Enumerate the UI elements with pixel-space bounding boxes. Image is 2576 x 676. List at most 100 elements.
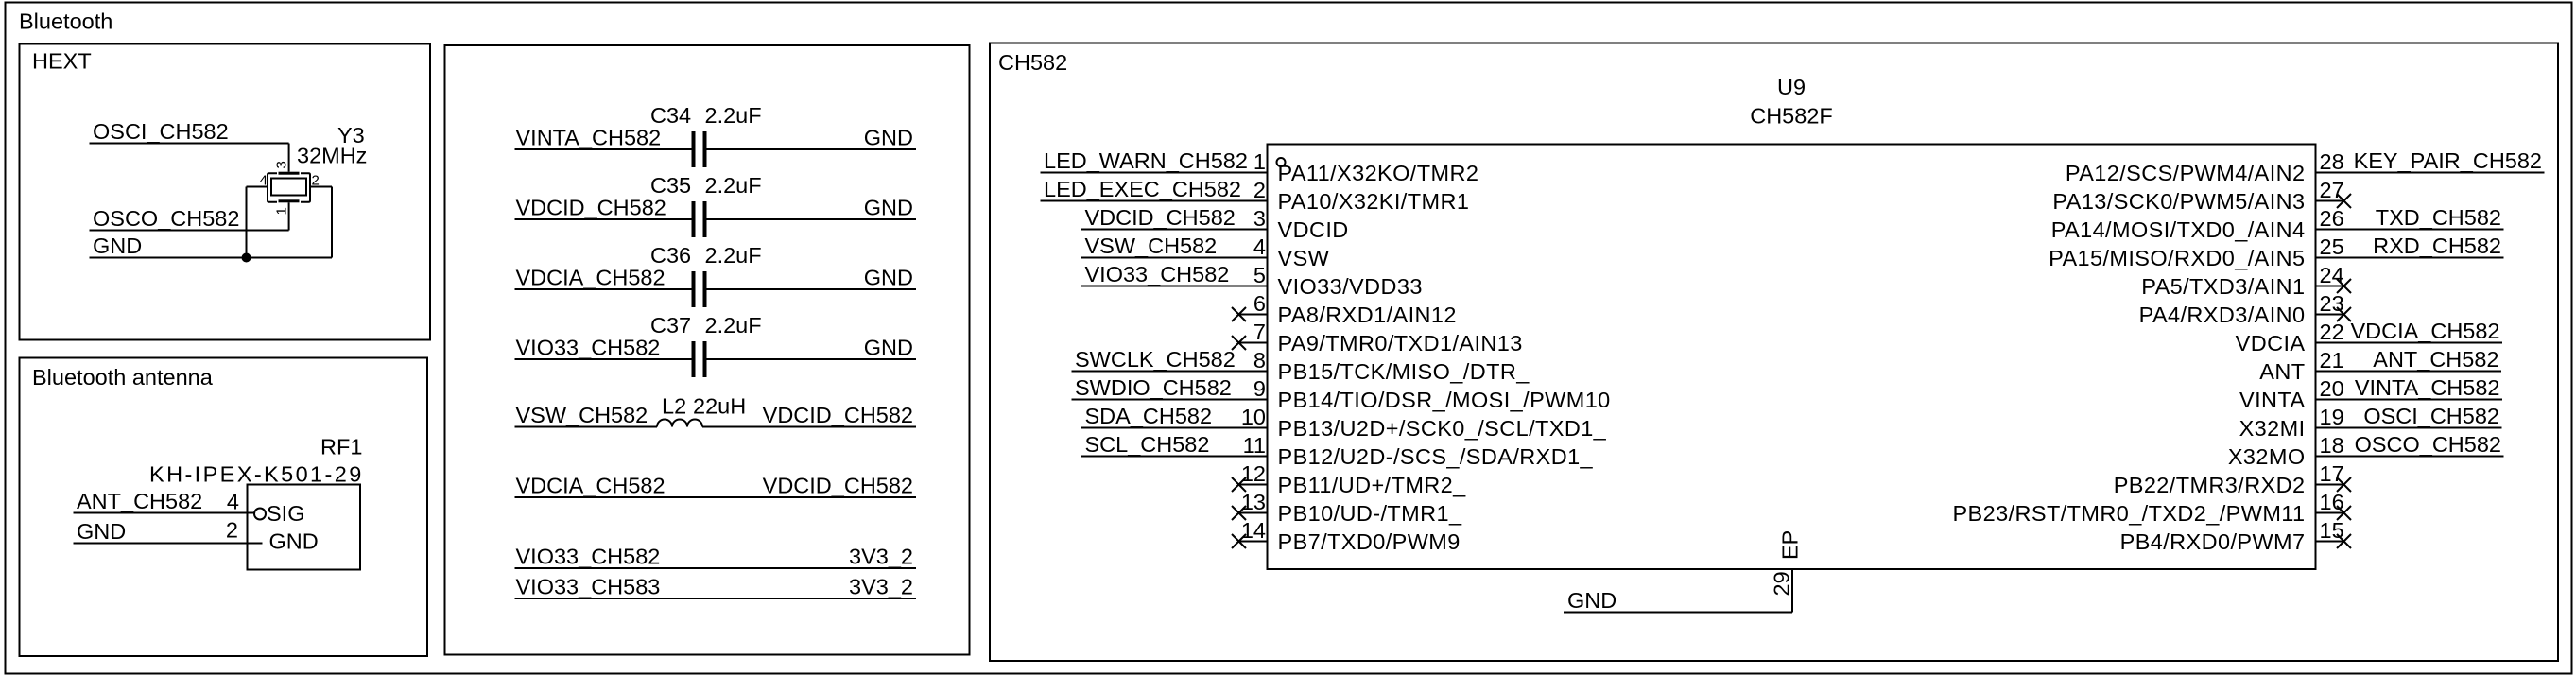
- svg-text:11: 11: [1243, 433, 1266, 458]
- svg-text:4: 4: [1253, 234, 1266, 259]
- svg-text:VINTA_CH582: VINTA_CH582: [2355, 375, 2500, 400]
- svg-text:HEXT: HEXT: [32, 49, 92, 74]
- svg-text:PA15/MISO/RXD0_/AIN5: PA15/MISO/RXD0_/AIN5: [2049, 246, 2305, 270]
- svg-text:10: 10: [1241, 405, 1266, 429]
- svg-text:ANT: ANT: [2259, 359, 2305, 384]
- svg-text:PA5/TXD3/AIN1: PA5/TXD3/AIN1: [2141, 274, 2305, 299]
- svg-text:VIO33_CH582: VIO33_CH582: [516, 545, 661, 569]
- svg-text:OSCO_CH582: OSCO_CH582: [2355, 432, 2501, 457]
- svg-text:EP: EP: [1778, 530, 1803, 560]
- svg-text:GND: GND: [93, 234, 142, 258]
- svg-text:GND: GND: [1567, 588, 1616, 613]
- svg-text:OSCI_CH582: OSCI_CH582: [2363, 404, 2499, 428]
- svg-text:PB22/TMR3/RXD2: PB22/TMR3/RXD2: [2114, 473, 2306, 497]
- svg-text:3: 3: [274, 161, 290, 168]
- svg-text:ANT_CH582: ANT_CH582: [2373, 347, 2498, 372]
- svg-text:22uH: 22uH: [693, 394, 746, 419]
- svg-text:PB11/UD+/TMR2_: PB11/UD+/TMR2_: [1278, 473, 1467, 497]
- svg-text:PB23/RST/TMR0_/TXD2_/PWM11: PB23/RST/TMR0_/TXD2_/PWM11: [1952, 501, 2305, 526]
- svg-text:RXD_CH582: RXD_CH582: [2373, 234, 2501, 258]
- svg-text:C34: C34: [650, 103, 691, 128]
- svg-text:VDCID_CH582: VDCID_CH582: [763, 403, 913, 427]
- svg-text:GND: GND: [864, 126, 913, 150]
- svg-text:VIO33/VDD33: VIO33/VDD33: [1278, 274, 1423, 299]
- svg-text:VSW_CH582: VSW_CH582: [516, 403, 648, 427]
- svg-text:VDCIA: VDCIA: [2236, 331, 2306, 355]
- svg-text:VDCIA_CH582: VDCIA_CH582: [2350, 319, 2499, 343]
- svg-text:14: 14: [1241, 518, 1266, 543]
- svg-text:26: 26: [2320, 206, 2344, 231]
- svg-text:32MHz: 32MHz: [297, 144, 367, 168]
- svg-text:VINTA: VINTA: [2239, 388, 2305, 412]
- svg-text:PB4/RXD0/PWM7: PB4/RXD0/PWM7: [2120, 529, 2306, 554]
- svg-text:Bluetooth: Bluetooth: [19, 9, 112, 34]
- svg-text:PB14/TIO/DSR_/MOSI_/PWM10: PB14/TIO/DSR_/MOSI_/PWM10: [1278, 388, 1611, 412]
- svg-text:9: 9: [1253, 376, 1266, 401]
- svg-text:2: 2: [226, 518, 238, 543]
- svg-text:OSCO_CH582: OSCO_CH582: [93, 206, 239, 231]
- svg-text:1: 1: [274, 207, 290, 215]
- svg-text:C35: C35: [650, 173, 691, 198]
- svg-text:2: 2: [312, 173, 320, 189]
- svg-text:VDCID_CH582: VDCID_CH582: [1085, 205, 1236, 230]
- svg-text:19: 19: [2320, 405, 2344, 429]
- svg-text:VSW_CH582: VSW_CH582: [1085, 234, 1218, 258]
- svg-text:PB12/U2D-/SCS_/SDA/RXD1_: PB12/U2D-/SCS_/SDA/RXD1_: [1278, 444, 1594, 469]
- svg-text:VIO33_CH582: VIO33_CH582: [1085, 262, 1230, 286]
- svg-text:PA8/RXD1/AIN12: PA8/RXD1/AIN12: [1278, 303, 1457, 327]
- svg-text:KEY_PAIR_CH582: KEY_PAIR_CH582: [2354, 148, 2542, 173]
- svg-text:LED_EXEC_CH582: LED_EXEC_CH582: [1044, 177, 1241, 201]
- svg-text:PB15/TCK/MISO_/DTR_: PB15/TCK/MISO_/DTR_: [1278, 359, 1530, 384]
- svg-text:X32MO: X32MO: [2228, 444, 2306, 469]
- svg-text:GND: GND: [77, 519, 126, 544]
- svg-text:PA10/X32KI/TMR1: PA10/X32KI/TMR1: [1278, 189, 1470, 214]
- svg-text:SDA_CH582: SDA_CH582: [1085, 404, 1213, 428]
- svg-text:L2: L2: [662, 394, 686, 419]
- svg-text:21: 21: [2320, 348, 2344, 373]
- svg-text:2.2uF: 2.2uF: [705, 173, 762, 198]
- svg-text:GND: GND: [864, 336, 913, 360]
- svg-text:3: 3: [1253, 206, 1266, 231]
- svg-text:VDCID: VDCID: [1278, 217, 1349, 242]
- svg-text:KH-IPEX-K501-29: KH-IPEX-K501-29: [149, 462, 364, 487]
- svg-text:PB13/U2D+/SCK0_/SCL/TXD1_: PB13/U2D+/SCK0_/SCL/TXD1_: [1278, 416, 1607, 441]
- svg-text:4: 4: [227, 490, 239, 514]
- svg-text:VIO33_CH582: VIO33_CH582: [516, 336, 661, 360]
- svg-text:VDCID_CH582: VDCID_CH582: [516, 196, 666, 220]
- svg-text:GND: GND: [864, 196, 913, 220]
- svg-text:18: 18: [2320, 433, 2344, 458]
- svg-text:29: 29: [1770, 571, 1794, 596]
- svg-text:8: 8: [1253, 348, 1266, 373]
- svg-text:PA11/X32KO/TMR2: PA11/X32KO/TMR2: [1278, 161, 1479, 185]
- svg-text:VIO33_CH583: VIO33_CH583: [516, 575, 661, 599]
- svg-text:VINTA_CH582: VINTA_CH582: [516, 126, 662, 150]
- svg-text:GND: GND: [269, 529, 319, 554]
- svg-text:VDCIA_CH582: VDCIA_CH582: [516, 266, 666, 290]
- svg-text:2: 2: [1253, 178, 1266, 202]
- svg-text:PA4/RXD3/AIN0: PA4/RXD3/AIN0: [2139, 303, 2306, 327]
- svg-text:7: 7: [1253, 320, 1266, 344]
- svg-text:28: 28: [2320, 149, 2344, 174]
- svg-text:2.2uF: 2.2uF: [705, 243, 762, 268]
- svg-text:22: 22: [2320, 320, 2344, 344]
- svg-text:PB10/UD-/TMR1_: PB10/UD-/TMR1_: [1278, 501, 1462, 526]
- svg-text:SWCLK_CH582: SWCLK_CH582: [1075, 347, 1236, 372]
- svg-text:12: 12: [1241, 461, 1266, 486]
- svg-text:20: 20: [2320, 376, 2344, 401]
- svg-text:Bluetooth antenna: Bluetooth antenna: [32, 365, 214, 390]
- svg-text:2.2uF: 2.2uF: [705, 103, 762, 128]
- svg-text:TXD_CH582: TXD_CH582: [2376, 205, 2501, 230]
- svg-text:SCL_CH582: SCL_CH582: [1085, 432, 1210, 457]
- svg-text:4: 4: [260, 173, 268, 189]
- svg-text:3V3_2: 3V3_2: [849, 545, 913, 569]
- svg-text:PA12/SCS/PWM4/AIN2: PA12/SCS/PWM4/AIN2: [2066, 161, 2306, 185]
- svg-text:GND: GND: [864, 266, 913, 290]
- svg-text:3V3_2: 3V3_2: [849, 575, 913, 599]
- svg-text:PA9/TMR0/TXD1/AIN13: PA9/TMR0/TXD1/AIN13: [1278, 331, 1523, 355]
- svg-text:OSCI_CH582: OSCI_CH582: [93, 119, 229, 144]
- svg-text:SIG: SIG: [267, 501, 304, 526]
- svg-text:LED_WARN_CH582: LED_WARN_CH582: [1044, 148, 1248, 173]
- svg-text:CH582: CH582: [998, 50, 1067, 75]
- svg-text:CH582F: CH582F: [1750, 104, 1833, 129]
- svg-text:25: 25: [2320, 234, 2344, 259]
